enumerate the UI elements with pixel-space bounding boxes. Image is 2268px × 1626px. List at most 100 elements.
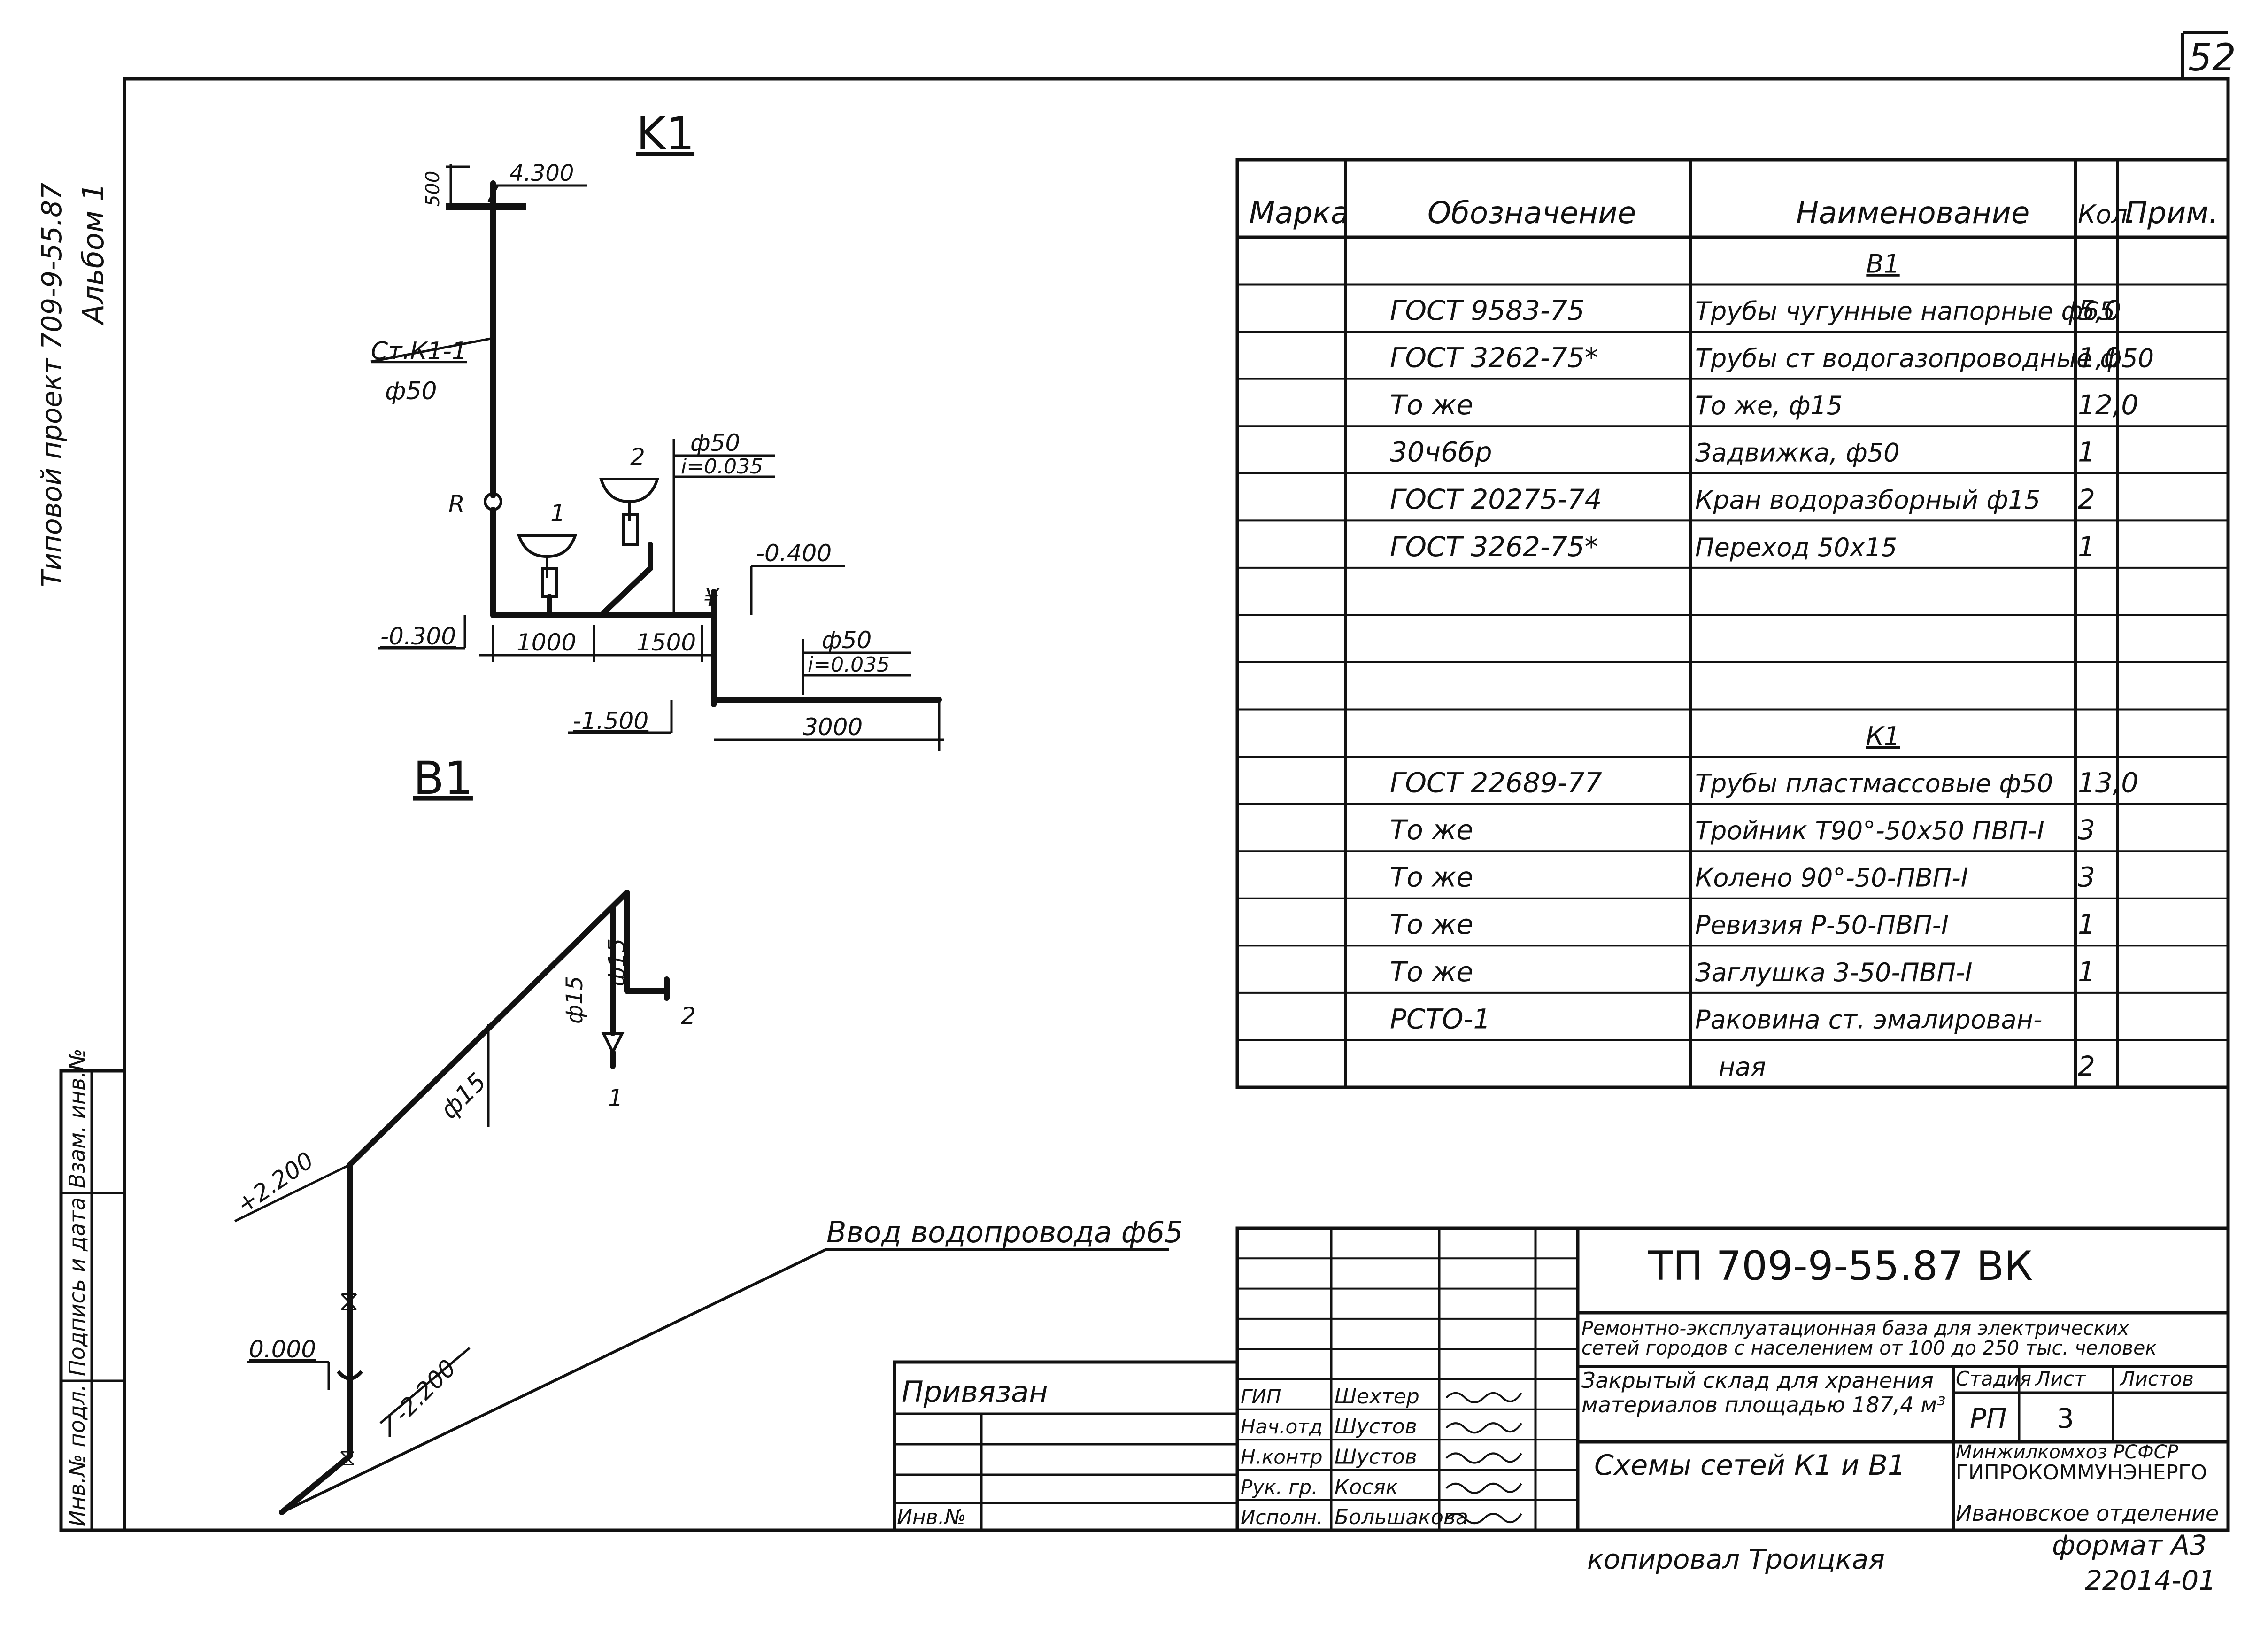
k1-riser-label: Ст.К1-1 [371,337,467,365]
person-name: Косяк [1335,1475,1398,1499]
spec-cell: 1 [2078,531,2095,563]
k1-mark-m0300: -0.300 [380,623,456,650]
spec-cell: ная [1719,1052,1766,1082]
sheet-title: Схемы сетей К1 и В1 [1594,1449,1905,1482]
inv-label: Инв.№ [897,1505,966,1529]
b1-fixture-1: 1 [608,1084,623,1112]
spec-cell: То же [1390,908,1473,940]
title-block: ТП 709-9-55.87 ВК Ремонтно-эксплуатацион… [1235,1226,2230,1532]
left-strip: Инв.№ подл. Подпись и дата Взам. инв.№ [59,1048,126,1532]
signature [1445,1513,1522,1525]
object-name-line1: Закрытый склад для хранения [1581,1368,1934,1393]
spec-cell: Раковина ст. эмалирован- [1695,1005,2042,1034]
person-name: Шустов [1335,1415,1417,1439]
k1-pipe2-dia: ф50 [822,627,872,654]
spec-cell: Ревизия Р-50-ПВП-I [1695,910,1949,940]
spec-cell: Заглушка 3-50-ПВП-I [1695,958,1973,987]
spec-cell: 3 [2078,861,2095,893]
k1-fixture-2: 2 [630,443,645,471]
format-label: формат А3 [2052,1529,2207,1561]
org-line1: Минжилкомхоз РСФСР [1956,1441,2179,1463]
spec-header-name: Наименование [1796,196,2029,231]
spec-cell: Трубы ст водогазопроводные ф50 [1695,344,2154,373]
spec-cell: Кран водоразборный ф15 [1695,485,2040,515]
k1-cleanout: ¥ [703,584,720,612]
project-name-line1: Ремонтно-эксплуатационная база для элект… [1581,1317,2129,1340]
k1-title: K1 [636,108,694,160]
org-line2: ГИПРОКОММУНЭНЕРГО [1956,1461,2207,1485]
k1-dim-500: 500 [422,171,444,207]
spec-cell: То же [1390,389,1473,421]
k1-diagram: K1 500 4.300 R Ст.К1-1 ф50 1 2 [370,108,944,751]
spec-cell: ГОСТ 3262-75* [1390,342,1598,374]
b1-mark-2200: +2.200 [232,1146,319,1219]
spec-cell: 30ч6бр [1390,436,1492,468]
spec-header-note: Прим. [2125,196,2218,231]
k1-mark-4300: 4.300 [509,160,574,186]
archive-number: 22014-01 [2085,1564,2216,1596]
b1-dia-15-c: ф15 [604,938,630,986]
k1-dim-3000: 3000 [803,713,863,741]
spec-cell: 2 [2078,1050,2095,1082]
role-label: Рук. гр. [1241,1476,1318,1499]
strip-label-sign: Подпись и дата [64,1197,90,1376]
b1-title: B1 [413,752,473,805]
spec-header-qty: Кол. [2078,200,2136,229]
side-note-line2: Альбом 1 [76,183,110,326]
k1-pipe-slope: i=0.035 [681,455,763,479]
side-note-line1: Типовой проект 709-9-55.87 [36,183,68,587]
spec-cell: 1 [2078,436,2095,468]
project-name: Ремонтно-эксплуатационная база для элект… [1581,1317,2157,1359]
spec-cell: 12,0 [2078,389,2138,421]
page-number: 52 [2188,36,2236,79]
b1-valve-icon: ⧖ [339,1285,359,1317]
spec-cell: 3 [2078,814,2095,846]
spec-cell: ГОСТ 20275-74 [1390,483,1602,515]
spec-cell: ГОСТ 22689-77 [1390,767,1602,799]
project-name-line2: сетей городов с населением от 100 до 250… [1581,1337,2157,1359]
k1-mark-m1500: -1.500 [573,707,648,735]
role-label: ГИП [1241,1385,1281,1408]
spec-cell: К1 [1866,721,1900,751]
b1-fixture-2: 2 [681,1002,696,1030]
signature [1445,1392,1522,1403]
k1-pipe2-slope: i=0.035 [808,653,890,677]
k1-riser-dia: ф50 [385,377,437,405]
k1-mark-m0400: -0.400 [756,540,832,567]
b1-mark-m2200: -2.200 [388,1354,461,1427]
b1-mark-0000: 0.000 [249,1336,316,1363]
spec-cell: Тройник Т90°-50х50 ПВП-I [1695,816,2044,845]
strip-label-inv: Инв.№ подл. [64,1384,90,1526]
spec-cell: 1,0 [2078,342,2121,374]
spec-cell: 1 [2078,908,2095,940]
role-label: Н.контр [1241,1446,1323,1469]
privyazan-label: Привязан [902,1375,1048,1409]
k1-dim-1000: 1000 [517,629,576,656]
signature [1445,1482,1522,1494]
signature [1445,1452,1522,1464]
spec-cell: Трубы пластмассовые ф50 [1695,769,2053,798]
role-label: Нач.отд [1241,1415,1323,1438]
spec-cell: Задвижка, ф50 [1695,438,1900,468]
sheet-label: Лист [2035,1367,2086,1390]
k1-sink-1 [517,534,578,558]
k1-fixture-1: 1 [550,500,565,527]
strip-label-replace: Взам. инв.№ [64,1048,90,1188]
spec-header-designation: Обозначение [1427,196,1636,231]
spec-cell: Переход 50х15 [1695,533,1897,562]
k1-dim-1500: 1500 [636,629,696,656]
spec-cell: Колено 90°-50-ПВП-I [1695,863,1968,893]
spec-cell: То же [1390,814,1473,846]
doc-code: ТП 709-9-55.87 ВК [1648,1243,2033,1290]
person-name: Большакова [1335,1505,1468,1529]
side-note: Типовой проект 709-9-55.87 Альбом 1 [36,183,110,587]
stage-value: РП [1970,1402,2007,1434]
spec-cell: ГОСТ 9583-75 [1390,294,1585,326]
spec-cell: 2 [2078,483,2095,515]
page-number-box: 52 [2181,31,2236,79]
sheet-value: 3 [2057,1402,2074,1434]
copied-by: копировал Троицкая [1587,1543,1885,1575]
spec-table: Марка Обозначение Наименование Кол. Прим… [1235,158,2230,1089]
spec-cell: 5,0 [2078,294,2121,326]
